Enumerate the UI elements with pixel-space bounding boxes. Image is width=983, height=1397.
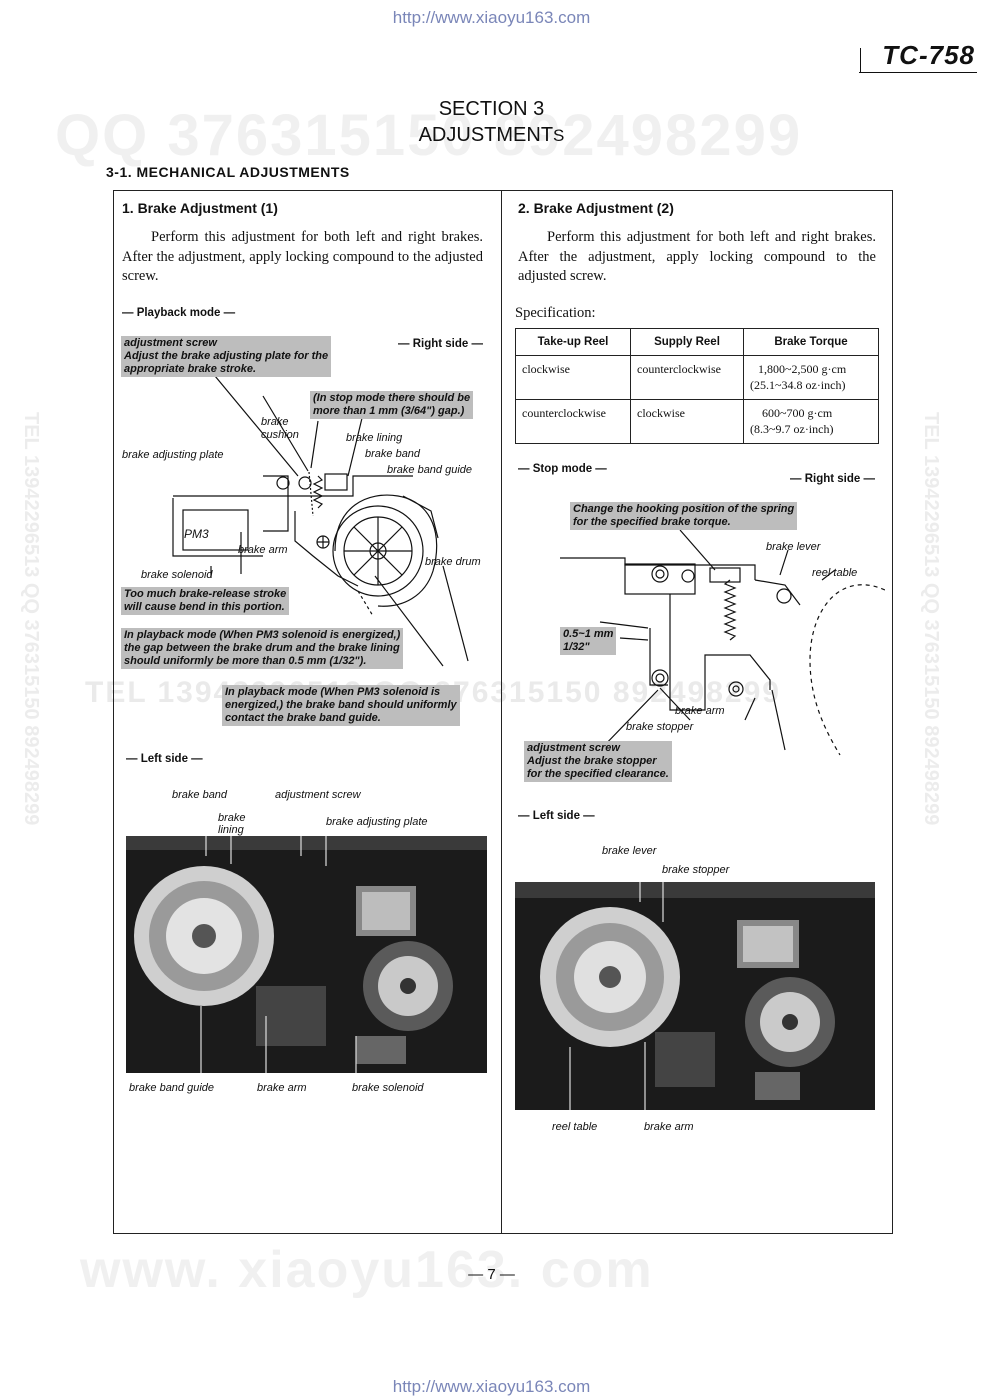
cell-torque: 1,800~2,500 g·cm(25.1~34.8 oz·inch) xyxy=(743,355,879,400)
cell-take-up: counterclockwise xyxy=(515,399,631,444)
source-url-bottom[interactable]: http://www.xiaoyu163.com xyxy=(392,1377,591,1396)
label-brake-lining: brake lining xyxy=(346,432,403,444)
cell-supply: counterclockwise xyxy=(630,355,744,400)
note-band-contact: In playback mode (When PM3 solenoid is e… xyxy=(222,685,460,726)
photo-label-brake-stopper: brake stopper xyxy=(662,864,730,876)
label-brake-arm: brake arm xyxy=(238,544,288,556)
right-instructions: Perform this adjustment for both left an… xyxy=(518,229,876,284)
note-stop-mode-gap: (In stop mode there should be more than … xyxy=(310,391,474,419)
label-brake-band: brake band xyxy=(365,448,421,460)
section-number: SECTION 3 xyxy=(438,98,545,120)
label-brake-drum: brake drum xyxy=(425,556,481,568)
section-title-main: ADJUSTMENT xyxy=(418,124,554,146)
brake-stopper-drawing xyxy=(560,529,886,756)
site-watermark: www. xiaoyu163. com xyxy=(80,1241,654,1299)
photo-label-reel-table: reel table xyxy=(552,1121,598,1133)
left-right-side-label: — Right side — xyxy=(398,338,483,350)
note-stopper-gap: 0.5~1 mm 1/32" xyxy=(560,627,617,655)
pm3-solenoid-body xyxy=(182,509,249,551)
right-column-title: 2. Brake Adjustment (2) xyxy=(518,200,674,216)
label-brake-band-guide: brake band guide xyxy=(387,464,473,476)
photo-label-brake-band-guide: brake band guide xyxy=(129,1082,215,1094)
model-underline xyxy=(859,72,977,73)
left-left-side-label: — Left side — xyxy=(126,753,203,765)
content-frame xyxy=(113,190,893,1234)
col-brake-torque: Brake Torque xyxy=(743,328,879,356)
vertical-watermark-right: TEL 13942296513 QQ 376315150 892498299 xyxy=(920,412,942,826)
photo-label-brake-arm: brake arm xyxy=(257,1082,307,1094)
brake-stop-mode-diagram xyxy=(540,529,886,760)
left-column-title: 1. Brake Adjustment (1) xyxy=(122,200,278,216)
model-number: TC-758 xyxy=(882,40,975,70)
tension-spring xyxy=(723,579,737,641)
photo-label-brake-adjusting-plate: brake adjusting plate xyxy=(326,816,428,828)
label-brake-arm-right: brake arm xyxy=(675,705,725,717)
note-drum-gap: In playback mode (When PM3 solenoid is e… xyxy=(121,628,404,669)
page-number: — 7 — xyxy=(468,1266,515,1283)
qq-watermark: QQ 376315150 892498299 xyxy=(55,103,803,168)
brake-torque-table: Take-up Reel Supply Reel Brake Torque cl… xyxy=(515,328,879,444)
brake-drum-circle xyxy=(332,505,424,597)
photo-label-adjustment-screw: adjustment screw xyxy=(275,789,361,801)
left-instructions: Perform this adjustment for both left an… xyxy=(122,229,483,284)
source-url-top[interactable]: http://www.xiaoyu163.com xyxy=(392,8,591,27)
cell-take-up: clockwise xyxy=(515,355,631,400)
brake-mechanism-drawing xyxy=(172,375,469,667)
photo-label-brake-solenoid: brake solenoid xyxy=(352,1082,424,1094)
model-tick xyxy=(860,48,861,73)
label-reel-table: reel table xyxy=(812,567,858,579)
label-brake-lever: brake lever xyxy=(766,541,821,553)
right-side-photo-drawing xyxy=(515,882,875,1110)
adjusting-plate-screw xyxy=(276,476,290,490)
photo-label-brake-band: brake band xyxy=(172,789,228,801)
col-take-up-reel: Take-up Reel xyxy=(515,328,631,356)
left-playback-mode: — Playback mode — xyxy=(122,307,236,319)
cell-supply: clockwise xyxy=(630,399,744,444)
brake-stopper-screw xyxy=(651,669,669,687)
right-left-side-label: — Left side — xyxy=(518,810,595,822)
brake-spring xyxy=(312,475,324,509)
label-pm3: PM3 xyxy=(184,527,209,541)
right-stop-mode: — Stop mode — xyxy=(518,463,607,475)
table-header-row: Take-up Reel Supply Reel Brake Torque xyxy=(515,328,879,356)
note-adjustment-screw: adjustment screw Adjust the brake adjust… xyxy=(121,336,332,377)
col-supply-reel: Supply Reel xyxy=(630,328,744,356)
label-brake-stopper: brake stopper xyxy=(626,721,694,733)
section-title-suffix: S xyxy=(553,126,565,145)
column-divider xyxy=(501,190,502,1233)
note-spring-hooking: Change the hooking position of the sprin… xyxy=(570,502,798,530)
table-row: counterclockwise clockwise 600~700 g·cm(… xyxy=(515,399,879,444)
table-row: clockwise counterclockwise 1,800~2,500 g… xyxy=(515,355,879,400)
subsection-heading: 3-1. MECHANICAL ADJUSTMENTS xyxy=(106,164,350,180)
note-release-stroke: Too much brake-release stroke will cause… xyxy=(121,587,290,615)
label-brake-solenoid: brake solenoid xyxy=(141,569,213,581)
left-side-photo xyxy=(126,836,487,1073)
vertical-watermark-left: TEL 13942296513 QQ 376315150 892498299 xyxy=(20,412,42,826)
section-title: ADJUSTMENTS xyxy=(0,124,983,147)
specification-label: Specification: xyxy=(515,305,596,321)
brake-lever-pivot xyxy=(651,565,669,583)
photo-label-brake-lever: brake lever xyxy=(602,845,657,857)
label-brake-adjusting-plate: brake adjusting plate xyxy=(122,449,224,461)
photo-label-brake-arm-right: brake arm xyxy=(644,1121,694,1133)
left-side-photo-drawing xyxy=(126,836,487,1073)
cell-torque: 600~700 g·cm(8.3~9.7 oz·inch) xyxy=(743,399,879,444)
note-stopper-adjustment: adjustment screw Adjust the brake stoppe… xyxy=(524,741,672,782)
brake-right-side-diagram xyxy=(113,326,501,736)
right-side-photo xyxy=(515,882,875,1110)
right-right-side-label: — Right side — xyxy=(790,473,875,485)
